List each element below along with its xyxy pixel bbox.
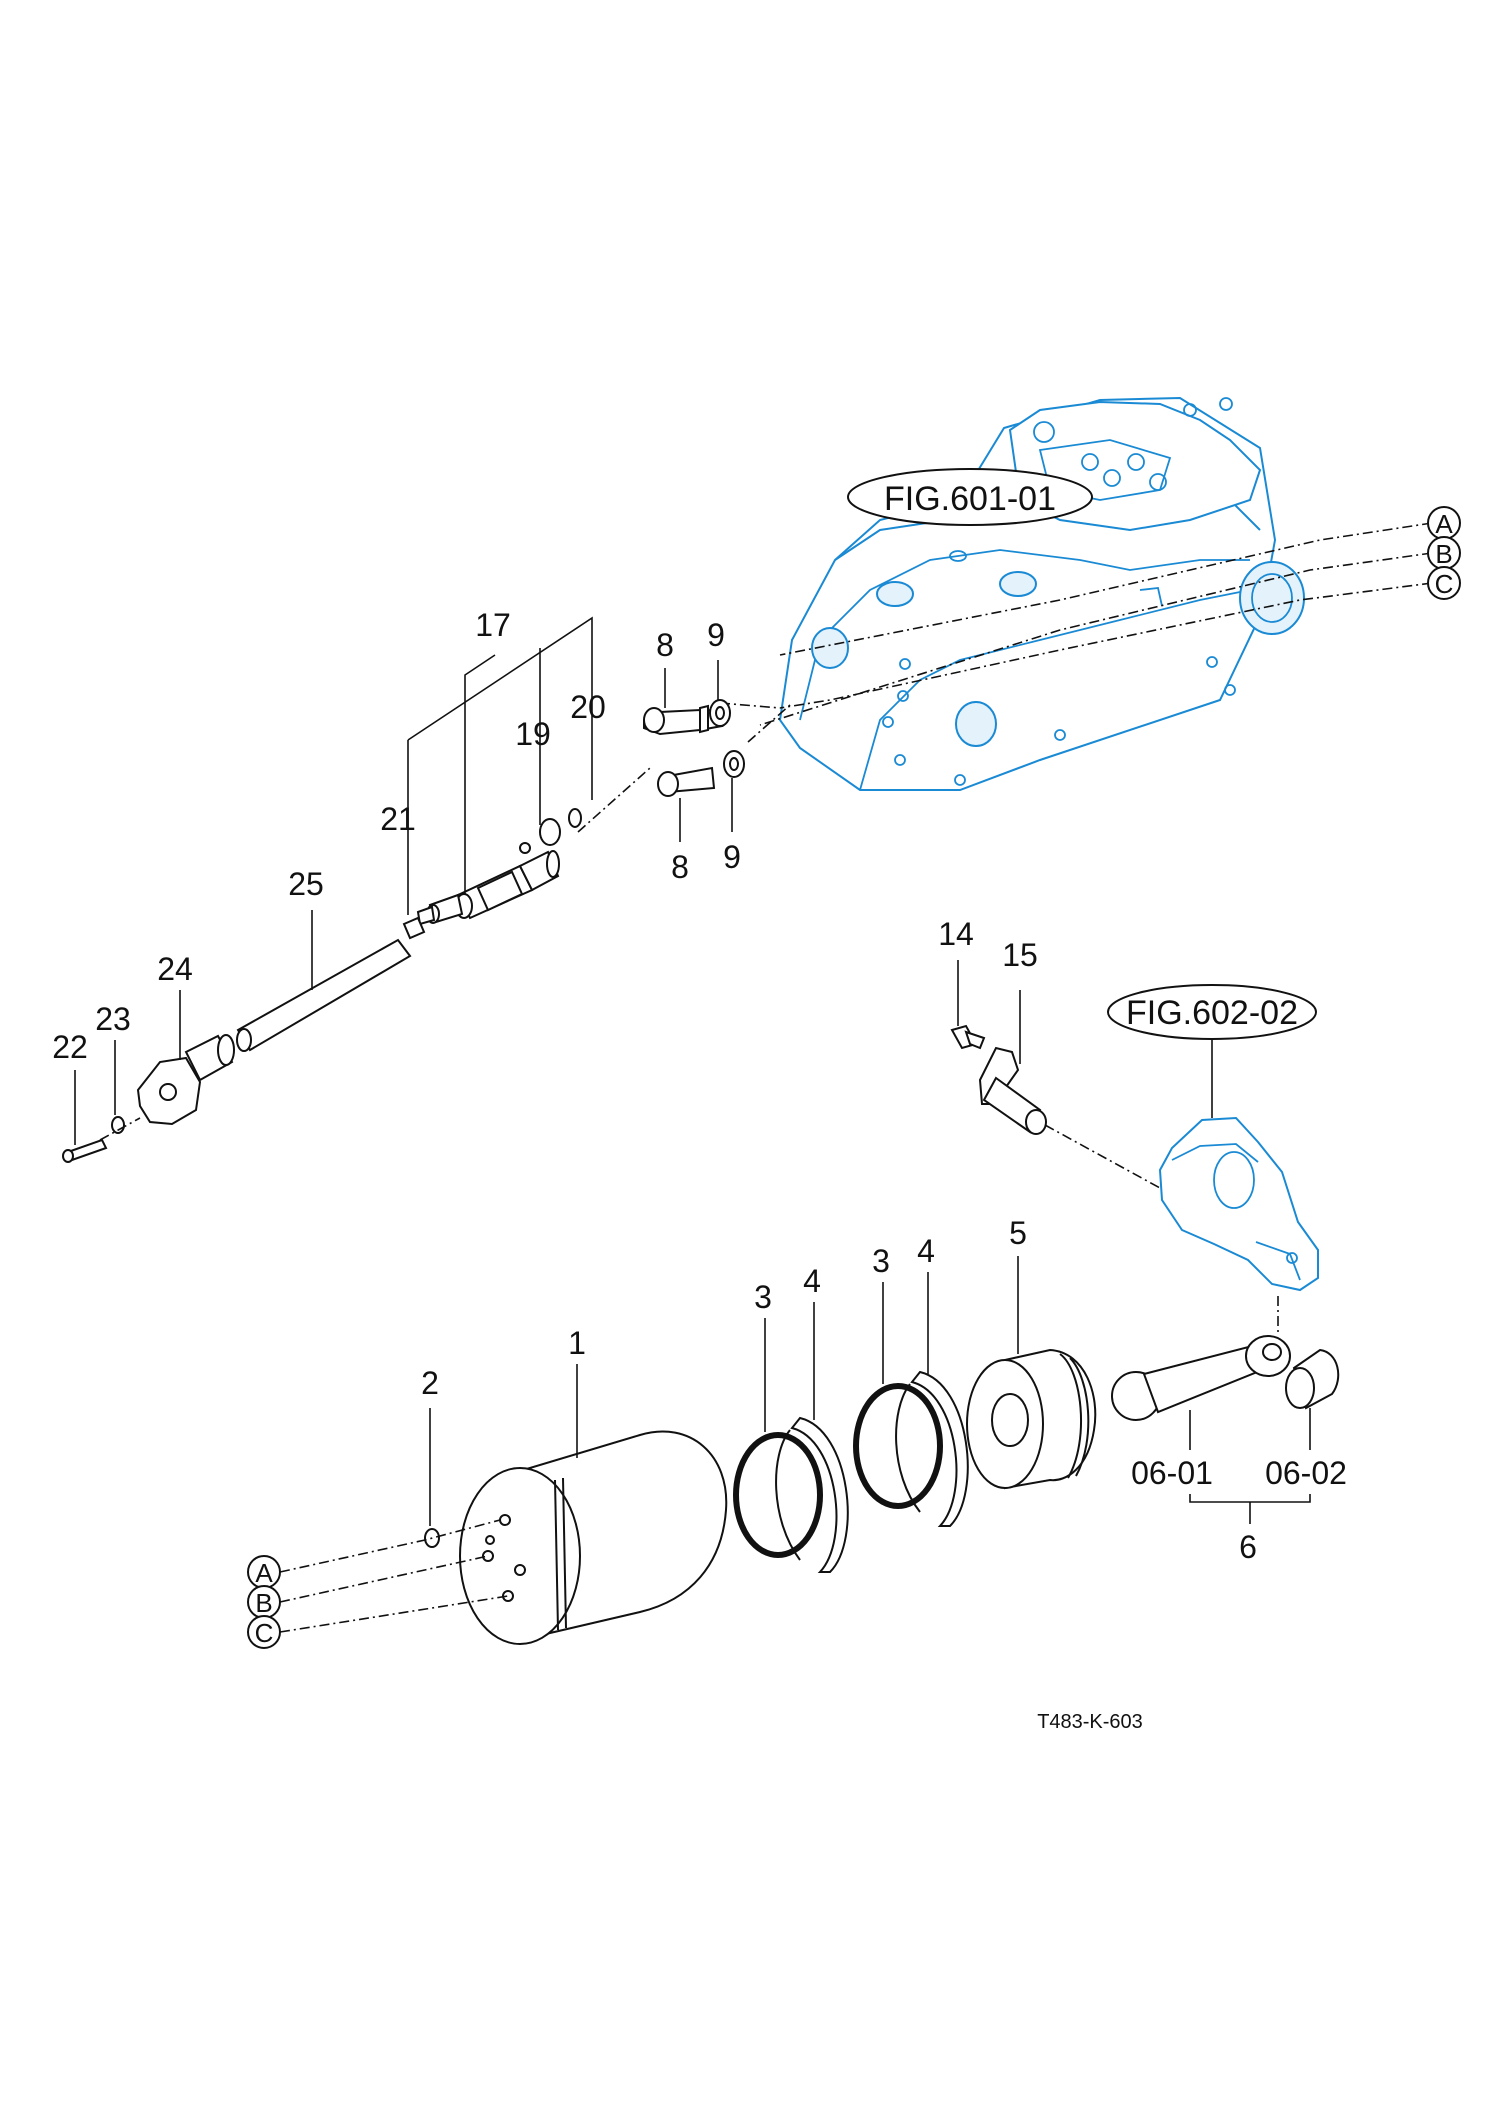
part-label-6: 6 [1239,1529,1257,1565]
bracket-6 [1189,1494,1311,1503]
backup-ring-4-left [775,1416,849,1573]
connector-lines-bottom [279,1519,509,1633]
lift-arm-reference [1158,1116,1319,1292]
connector-c-top: C [1435,569,1454,599]
part-label-8-lower: 8 [671,849,689,885]
part-label-2: 2 [421,1365,439,1401]
dash-22-24 [99,1117,141,1141]
seal-ring-3-right [853,1383,943,1509]
part-label-20: 20 [570,689,606,725]
part-label-19: 19 [515,716,551,752]
connector-c-bottom: C [255,1618,274,1648]
drawing-code: T483-K-603 [1037,1711,1143,1733]
connector-lines-top [577,522,1433,833]
dash-15-arm [1044,1124,1161,1189]
connector-a-bottom: A [255,1558,273,1588]
part-label-9-lower: 9 [723,839,741,875]
part-label-06-01: 06-01 [1131,1455,1213,1491]
part-label-06-02: 06-02 [1265,1455,1347,1491]
washer-upper [709,699,731,727]
piston-5 [966,1348,1097,1490]
valve-assembly [416,842,560,926]
part-label-17: 17 [475,607,511,643]
part-label-1: 1 [568,1325,586,1361]
connector-abc-bottom: A B C [247,1555,281,1649]
connector-abc-top: A B C [1427,506,1461,600]
part-label-23: 23 [95,1001,131,1037]
o-ring-19 [539,818,561,846]
connector-a-top: A [1435,509,1453,539]
fig-601-label: FIG.601-01 [884,480,1056,518]
cylinder-1 [459,1430,728,1645]
bushing-06-02 [1285,1348,1340,1410]
part-label-8-upper: 8 [656,627,674,663]
part-label-3-left: 3 [754,1279,772,1315]
screw-22 [62,1138,108,1163]
part-label-25: 25 [288,866,324,902]
washer-lower [723,750,745,778]
part-label-14: 14 [938,916,974,952]
fig-602-callout[interactable]: FIG.602-02 [1107,984,1317,1040]
backup-ring-4-right [895,1370,969,1527]
nut-21 [402,916,426,940]
o-ring-2 [424,1528,440,1548]
seal-ring-3-left [733,1432,823,1558]
bolt-14 [950,1024,986,1050]
fig-601-callout[interactable]: FIG.601-01 [847,468,1093,526]
part-label-22: 22 [52,1029,88,1065]
pin-15 [978,1046,1047,1135]
connecting-rod-06-01 [1111,1335,1291,1421]
connector-b-bottom: B [255,1588,272,1618]
lift-housing-reference [778,396,1305,791]
connector-b-top: B [1435,539,1452,569]
o-ring-20 [568,808,582,828]
bolt-upper-shank [643,704,709,734]
part-label-3-right: 3 [872,1243,890,1279]
part-label-9-upper: 9 [707,617,725,653]
bracket-17-right [407,616,593,800]
bolt-lower [657,766,716,797]
part-label-15: 15 [1002,937,1038,973]
part-label-4-right: 4 [917,1233,935,1269]
rod-25 [236,938,412,1052]
knob-24 [136,1034,235,1126]
bracket-17-mid [464,654,496,895]
fig-602-label: FIG.602-02 [1126,994,1298,1032]
part-label-5: 5 [1009,1215,1027,1251]
part-label-21: 21 [380,801,416,837]
part-label-24: 24 [157,951,193,987]
part-label-4-left: 4 [803,1263,821,1299]
